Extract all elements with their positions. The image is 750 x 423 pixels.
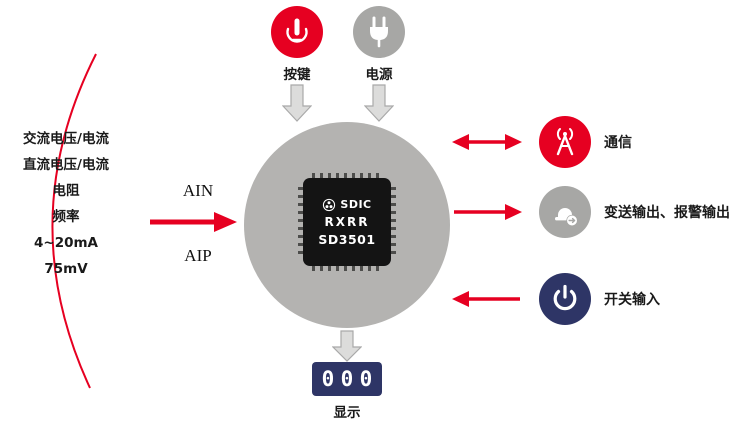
communication-label: 通信: [604, 135, 632, 151]
input-types-list: 交流电压/电流 直流电压/电流 电阻 频率 4~20mA 75mV: [0, 129, 132, 279]
communication-icon-circle: [539, 116, 591, 168]
input-type-label: 电阻: [52, 183, 80, 199]
input-type-label: 75mV: [44, 261, 88, 277]
output-label: 变送输出、报警输出: [604, 205, 730, 221]
analog-input-arrow-icon: [150, 212, 237, 232]
switch-input-label: 开关输入: [604, 292, 660, 308]
input-type-label: 4~20mA: [33, 235, 98, 251]
input-type-label: 直流电压/电流: [23, 157, 109, 173]
power-supply-icon-circle: [353, 6, 405, 58]
plug-icon: [370, 16, 388, 48]
chip-pins-right: [391, 187, 396, 257]
power-icon: [553, 284, 577, 311]
switch-input-icon-circle: [539, 273, 591, 325]
display-digit: 0: [340, 367, 354, 391]
touch-icon: [286, 18, 308, 43]
chip-pins-bottom: [312, 266, 382, 271]
seven-segment-display: 0 0 0: [312, 362, 382, 396]
comm-bidirectional-arrow-icon: [452, 134, 522, 150]
input-type-label: 频率: [52, 209, 80, 225]
chip-code: RXRR: [324, 214, 370, 229]
button-icon-circle: [271, 6, 323, 58]
flow-arrow-down-icon: [332, 330, 362, 362]
chip-pins-left: [298, 187, 303, 257]
chip-brand-row: SDIC: [322, 198, 371, 212]
antenna-icon: [556, 128, 574, 156]
power-supply-label: 电源: [365, 67, 393, 83]
display-label: 显示: [333, 405, 361, 421]
input-brace-arc: [51, 53, 97, 389]
output-arrow-icon: [454, 204, 522, 220]
switch-input-arrow-icon: [452, 291, 520, 307]
flow-arrow-down-icon: [364, 84, 394, 122]
chip-logo-icon: [323, 198, 336, 211]
output-icon-circle: [539, 186, 591, 238]
display-digit: 0: [321, 367, 335, 391]
display-digit: 0: [359, 367, 373, 391]
button-label: 按键: [283, 67, 311, 83]
aip-label: AIP: [184, 246, 212, 265]
alarm-output-icon: [555, 208, 578, 227]
input-type-label: 交流电压/电流: [23, 131, 109, 147]
chip-pins-top: [312, 173, 382, 178]
ain-label: AIN: [182, 181, 214, 200]
chip-part-number: SD3501: [318, 231, 376, 247]
chip: SDIC RXRR SD3501: [298, 173, 396, 271]
flow-arrow-down-icon: [282, 84, 312, 122]
chip-brand: SDIC: [340, 198, 372, 211]
chip-body: SDIC RXRR SD3501: [303, 178, 391, 266]
